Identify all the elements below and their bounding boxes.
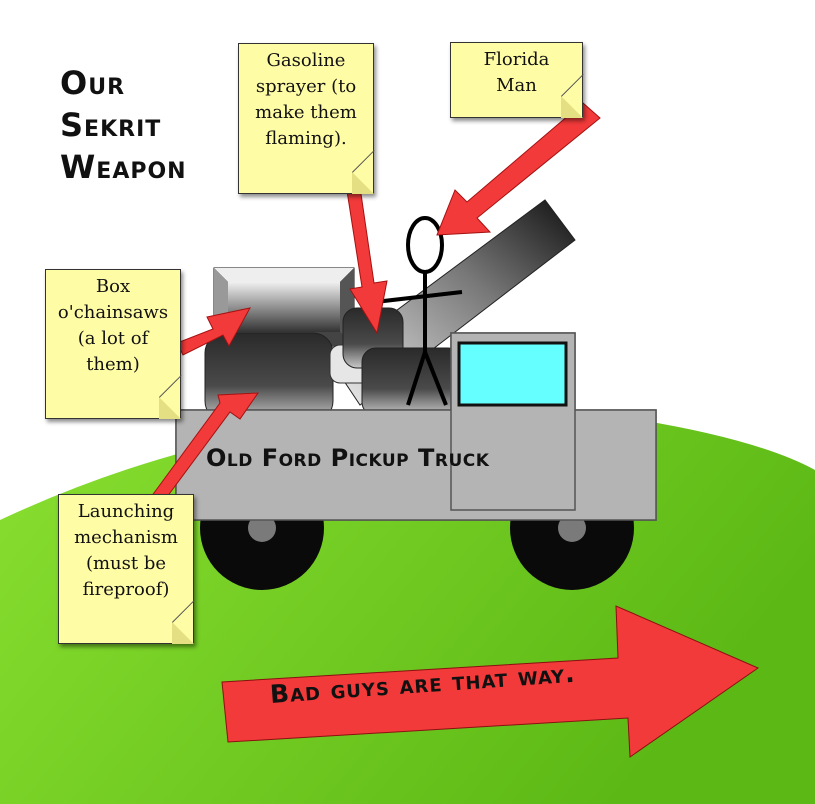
note-line: flaming).	[265, 128, 347, 149]
title-line-3: Weapon	[60, 148, 187, 186]
page-curl	[352, 172, 374, 194]
note-line: Launching	[77, 501, 175, 522]
truck-label: Old Ford Pickup Truck	[206, 444, 490, 472]
page-curl	[561, 96, 583, 118]
page-curl	[172, 622, 194, 644]
arrow-to-sprayer	[346, 186, 388, 335]
note-gasoline-sprayer: Gasoline sprayer (to make them flaming).	[238, 43, 374, 194]
note-chainsaw-box: Box o'chainsaws (a lot of them)	[45, 269, 181, 419]
page-title: Our Sekrit Weapon	[60, 62, 187, 188]
title-line-1: Our	[60, 64, 126, 102]
note-line: Man	[496, 75, 537, 96]
note-line: mechanism	[74, 527, 178, 548]
note-line: make them	[255, 102, 357, 123]
note-line: Gasoline	[266, 50, 346, 71]
arrow-to-box	[176, 307, 251, 356]
note-line: o'chainsaws	[57, 302, 169, 323]
direction-arrow	[221, 605, 760, 758]
note-line: sprayer (to	[255, 76, 357, 97]
note-line: Florida	[483, 49, 550, 70]
note-line: them)	[86, 354, 140, 375]
page-curl	[159, 397, 181, 419]
arrow-to-launcher	[150, 392, 259, 506]
launcher-body-right	[361, 347, 463, 417]
note-line: Box	[95, 276, 131, 297]
florida-man-figure	[374, 216, 463, 406]
note-florida-man: Florida Man	[450, 42, 583, 118]
title-line-2: Sekrit	[60, 106, 162, 144]
note-launching-mechanism: Launching mechanism (must be fireproof)	[58, 494, 194, 644]
note-line: (must be	[85, 553, 167, 574]
note-line: (a lot of	[77, 328, 149, 349]
pointer-arrows	[150, 102, 601, 506]
arrow-to-man	[436, 102, 601, 236]
note-line: fireproof)	[82, 579, 170, 600]
